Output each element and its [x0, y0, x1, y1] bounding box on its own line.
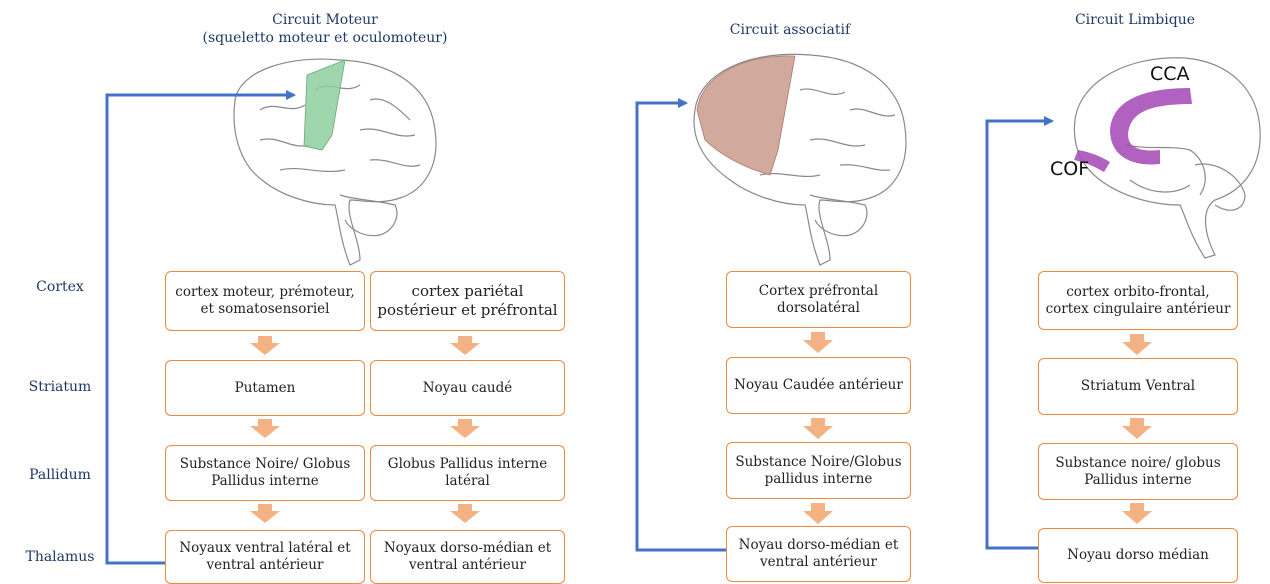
- row-label-pallidum: Pallidum: [29, 467, 91, 483]
- down-arrows: [250, 332, 1152, 524]
- associative-circuit-title: Circuit associatif: [729, 22, 851, 38]
- assoc-thalamus-box: Noyau dorso-médian et ventral antérieur: [726, 526, 911, 582]
- prefrontal-cortex-area: [696, 55, 796, 176]
- limbic-brain-illustration: [1073, 57, 1261, 259]
- cca-limbic-area: [1110, 88, 1192, 165]
- putamen-box: Putamen: [165, 360, 365, 416]
- row-label-thalamus: Thalamus: [25, 549, 95, 565]
- orbitofrontal-cortex-box: cortex orbito-frontal, cortex cingulaire…: [1038, 271, 1238, 330]
- assoc-pallidum-box: Substance Noire/Globus pallidus interne: [726, 442, 911, 499]
- motor-b-pallidum-box: Globus Pallidus interne latéral: [370, 445, 565, 501]
- anterior-caudate-box: Noyau Caudée antérieur: [726, 357, 911, 414]
- caudate-box: Noyau caudé: [370, 360, 565, 416]
- cca-label: CCA: [1150, 63, 1190, 85]
- limbic-thalamus-box: Noyau dorso médian: [1038, 528, 1238, 583]
- associative-brain-illustration: [693, 53, 907, 266]
- motor-thalamus-box: Noyaux ventral latéral et ventral antéri…: [165, 530, 365, 584]
- motor-brain-illustration: [233, 58, 437, 266]
- motor-circuit-title-text: Circuit Moteur: [272, 12, 378, 28]
- limbic-circuit-title: Circuit Limbique: [1074, 12, 1196, 28]
- limbic-pallidum-box: Substance noire/ globus Pallidus interne: [1038, 443, 1238, 500]
- motor-circuit-title: Circuit Moteur (squeletto moteur et ocul…: [190, 11, 460, 47]
- motor-loop-line: [105, 90, 296, 565]
- cof-limbic-area: [1074, 150, 1110, 172]
- cof-label: COF: [1050, 158, 1090, 180]
- row-label-striatum: Striatum: [28, 379, 92, 395]
- motor-circuit-subtitle: (squeletto moteur et oculomoteur): [202, 30, 448, 46]
- motor-cortex-box: cortex moteur, prémoteur, et somatosenso…: [165, 271, 365, 331]
- ventral-striatum-box: Striatum Ventral: [1038, 358, 1238, 415]
- parietal-cortex-box: cortex pariétal postérieur et préfrontal: [370, 271, 565, 331]
- motor-pallidum-box: Substance Noire/ Globus Pallidus interne: [165, 445, 365, 501]
- limbic-loop-line: [985, 116, 1054, 550]
- motor-b-thalamus-box: Noyaux dorso-médian et ventral antérieur: [370, 530, 565, 584]
- associative-loop-line: [635, 98, 726, 552]
- motor-cortex-area: [303, 59, 346, 151]
- row-label-cortex: Cortex: [36, 279, 84, 295]
- prefrontal-cortex-box: Cortex préfrontal dorsolatéral: [726, 271, 911, 328]
